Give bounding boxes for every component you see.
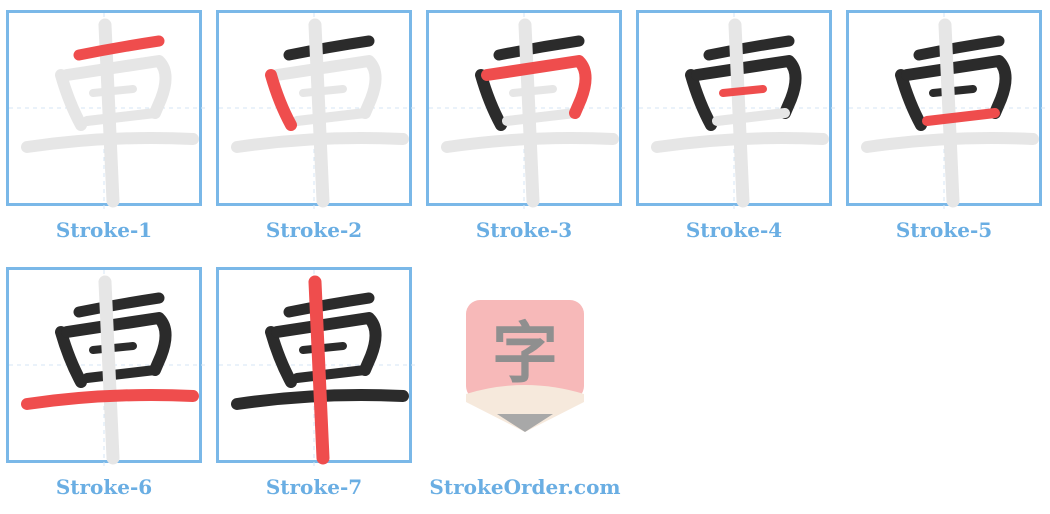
stroke-diagram-7 [219, 270, 415, 466]
stroke-diagram-6 [9, 270, 205, 466]
stroke-7-ghost [98, 275, 120, 465]
stroke-5-ghost [712, 108, 790, 126]
pencil-logo-icon: 字 [466, 300, 584, 432]
stroke-5-ghost [292, 108, 370, 126]
stroke-2-current [265, 69, 297, 131]
stroke-3-done [691, 55, 802, 119]
stroke-2-done [895, 69, 927, 131]
stroke-7-ghost [938, 18, 960, 208]
stroke-panel-2 [216, 10, 415, 209]
stroke-1-current [73, 35, 165, 61]
stroke-3-ghost [271, 55, 382, 119]
stroke-diagram-2 [219, 13, 415, 209]
stroke-2-done [55, 326, 87, 388]
stroke-diagram-5 [849, 13, 1045, 209]
stroke-2-ghost [55, 69, 87, 131]
stroke-3-done [271, 312, 382, 376]
stroke-panel-3 [426, 10, 625, 209]
stroke-5-done [82, 365, 160, 383]
stroke-caption-3: Stroke-3 [475, 218, 573, 242]
stroke-1-done [73, 292, 165, 318]
stroke-panel-5 [846, 10, 1045, 209]
stroke-4-current [719, 85, 767, 97]
stroke-1-done [703, 35, 795, 61]
stroke-5-done [292, 365, 370, 383]
stroke-panel-7 [216, 267, 415, 466]
stroke-5-current [922, 108, 1000, 126]
stroke-6-current [21, 389, 199, 410]
stroke-7-ghost [308, 18, 330, 208]
stroke-1-done [283, 35, 375, 61]
stroke-1-done [913, 35, 1005, 61]
stroke-caption-7: Stroke-7 [265, 475, 363, 499]
stroke-1-done [283, 292, 375, 318]
stroke-diagram-4 [639, 13, 835, 209]
stroke-caption-2: Stroke-2 [265, 218, 363, 242]
stroke-2-done [265, 326, 297, 388]
stroke-caption-1: Stroke-1 [55, 218, 153, 242]
stroke-3-done [901, 55, 1012, 119]
stroke-1-done [493, 35, 585, 61]
stroke-3-ghost [61, 55, 172, 119]
stroke-7-current [308, 275, 330, 465]
stroke-5-ghost [502, 108, 580, 126]
stroke-panel-6 [6, 267, 205, 466]
stroke-3-done [61, 312, 172, 376]
stroke-caption-5: Stroke-5 [895, 218, 993, 242]
stroke-diagram-1 [9, 13, 205, 209]
stroke-3-current [481, 55, 592, 119]
stroke-7-ghost [518, 18, 540, 208]
stroke-diagram-3 [429, 13, 625, 209]
stroke-5-ghost [82, 108, 160, 126]
site-name: StrokeOrder.com [429, 475, 621, 499]
stroke-panel-4 [636, 10, 835, 209]
stroke-caption-6: Stroke-6 [55, 475, 153, 499]
stroke-2-done [685, 69, 717, 131]
stroke-2-done [475, 69, 507, 131]
stroke-panel-1 [6, 10, 205, 209]
stroke-caption-4: Stroke-4 [685, 218, 783, 242]
stroke-7-ghost [728, 18, 750, 208]
logo-glyph: 字 [492, 315, 558, 392]
